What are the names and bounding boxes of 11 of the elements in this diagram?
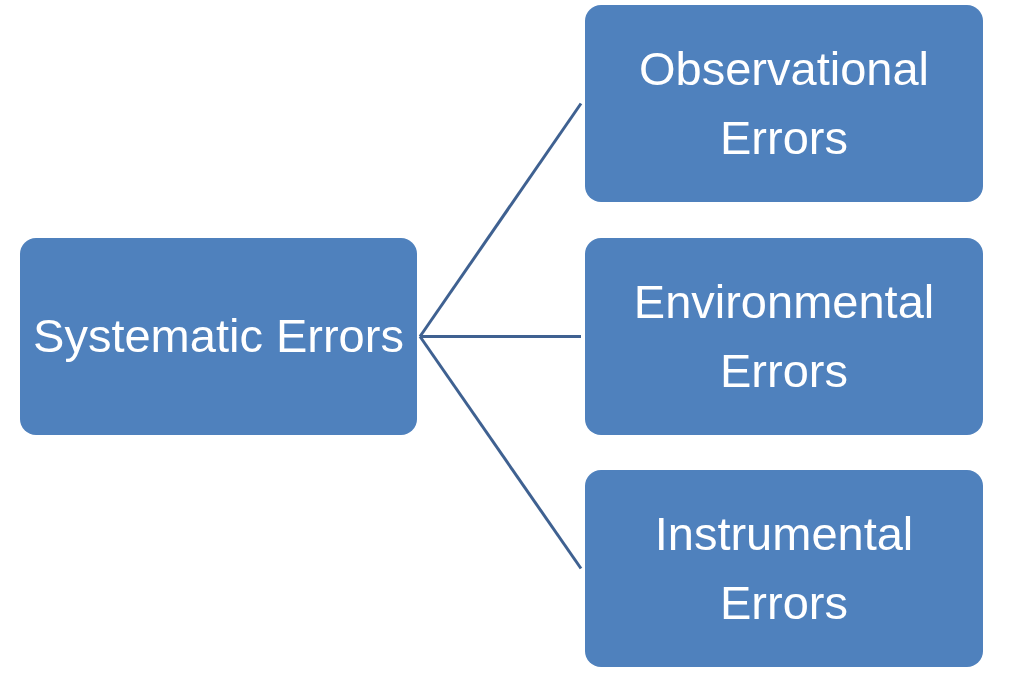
box-label: Environmental Errors xyxy=(632,274,936,399)
category-box xyxy=(20,238,417,435)
connector-line xyxy=(418,335,583,570)
category-box xyxy=(585,238,983,435)
box-label: Observational Errors xyxy=(638,41,930,166)
box-label: Instrumental Errors xyxy=(653,506,915,631)
box-label: Systematic Errors xyxy=(32,308,405,365)
category-box xyxy=(585,470,983,667)
connector-line xyxy=(418,102,583,338)
category-box xyxy=(585,5,983,202)
connector-line xyxy=(420,335,581,338)
